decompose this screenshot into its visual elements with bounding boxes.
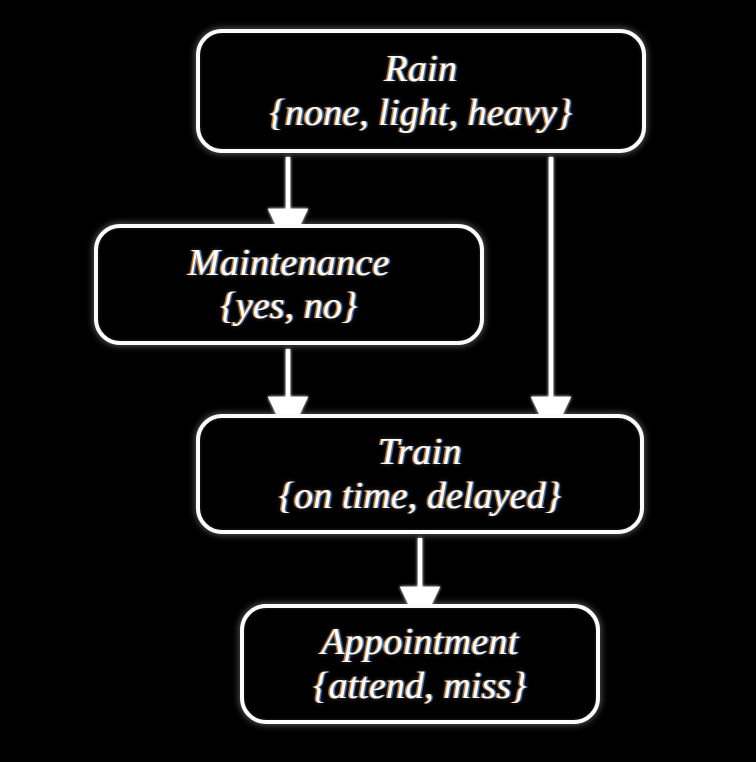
node-train-label: Train [378, 431, 462, 474]
node-train[interactable]: Train {on time, delayed} [196, 414, 644, 534]
node-rain[interactable]: Rain {none, light, heavy} [196, 29, 646, 153]
node-rain-states: {none, light, heavy} [269, 91, 573, 134]
node-appointment[interactable]: Appointment {attend, miss} [240, 604, 600, 724]
node-rain-label: Rain [384, 48, 458, 91]
node-maintenance[interactable]: Maintenance {yes, no} [94, 224, 484, 345]
node-train-states: {on time, delayed} [278, 474, 562, 517]
node-maintenance-states: {yes, no} [220, 285, 358, 327]
node-maintenance-label: Maintenance [188, 241, 390, 284]
node-appointment-states: {attend, miss} [313, 664, 527, 707]
node-appointment-label: Appointment [321, 621, 519, 664]
